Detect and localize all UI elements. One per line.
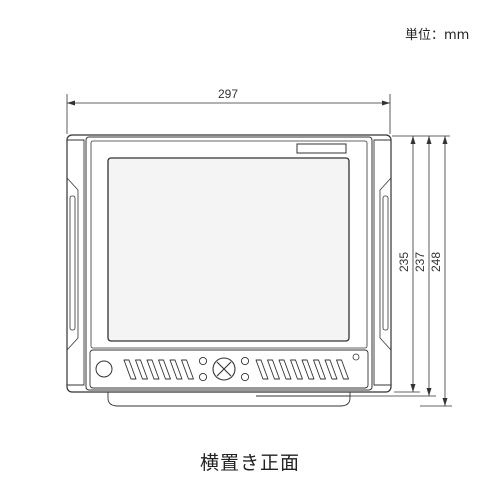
stand bbox=[107, 391, 351, 407]
left-key-1[interactable] bbox=[123, 359, 137, 380]
width-arrow-left bbox=[67, 100, 75, 106]
cross-key-mark bbox=[216, 361, 232, 377]
unit-label: 単位：mm bbox=[405, 28, 470, 43]
left-key-4[interactable] bbox=[158, 359, 171, 380]
right-key-7[interactable] bbox=[324, 359, 338, 380]
left-handle bbox=[67, 139, 85, 386]
cross-key-dial[interactable] bbox=[212, 357, 236, 381]
view-caption: 横置き正面 bbox=[199, 452, 300, 474]
power-knob[interactable] bbox=[95, 360, 113, 378]
left-handle-bevel bbox=[66, 177, 79, 351]
logo-plate bbox=[296, 143, 347, 154]
left-key-5[interactable] bbox=[169, 359, 183, 380]
arrow-inner-top bbox=[410, 136, 416, 144]
arrow-outer-bottom bbox=[442, 398, 448, 406]
width-dimension bbox=[66, 94, 391, 134]
center-button-top-right[interactable] bbox=[240, 356, 250, 366]
right-key-5[interactable] bbox=[301, 359, 315, 380]
right-key-3[interactable] bbox=[278, 359, 292, 380]
left-key-3[interactable] bbox=[146, 359, 160, 380]
height-outer-value: 248 bbox=[429, 252, 443, 272]
height-arrows bbox=[410, 136, 448, 406]
center-button-top-left[interactable] bbox=[198, 356, 208, 366]
left-key-2[interactable] bbox=[135, 359, 148, 380]
front-bezel bbox=[85, 136, 373, 391]
height-dimensions bbox=[350, 135, 452, 407]
right-handle bbox=[373, 139, 391, 386]
left-key-group bbox=[123, 359, 194, 380]
arrow-mid-bottom bbox=[426, 388, 432, 396]
arrow-mid-top bbox=[426, 136, 432, 144]
indicator-lamp bbox=[352, 353, 360, 361]
arrow-inner-bottom bbox=[410, 384, 416, 392]
control-panel bbox=[89, 349, 369, 389]
right-key-4[interactable] bbox=[290, 359, 303, 380]
width-arrow-right bbox=[382, 100, 390, 106]
right-key-group bbox=[255, 359, 349, 380]
right-key-2[interactable] bbox=[267, 359, 280, 380]
right-handle-bevel bbox=[379, 177, 392, 351]
right-key-6[interactable] bbox=[313, 359, 326, 380]
right-key-8[interactable] bbox=[336, 359, 349, 380]
width-value: 297 bbox=[218, 87, 238, 101]
left-key-6[interactable] bbox=[181, 359, 194, 380]
height-inner-value: 235 bbox=[397, 252, 411, 272]
center-button-bottom-left[interactable] bbox=[198, 372, 208, 382]
lcd-screen bbox=[107, 157, 350, 342]
arrow-outer-top bbox=[442, 136, 448, 144]
bezel-inner bbox=[90, 140, 368, 349]
stand-body bbox=[107, 391, 351, 407]
height-mid-value: 237 bbox=[413, 252, 427, 272]
left-handle-grip bbox=[69, 195, 76, 331]
right-handle-grip bbox=[382, 195, 389, 331]
center-button-bottom-right[interactable] bbox=[240, 372, 250, 382]
right-key-1[interactable] bbox=[255, 359, 269, 380]
monitor-housing bbox=[66, 134, 392, 393]
